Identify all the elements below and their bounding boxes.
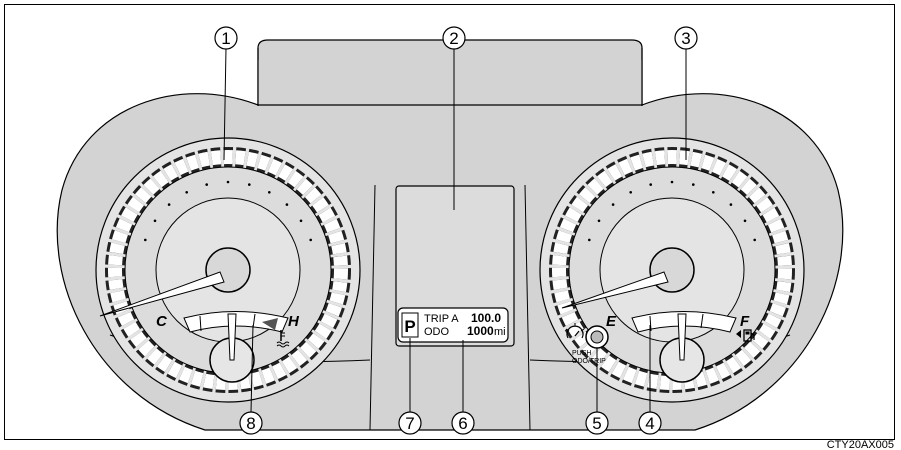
scale-dot [597,219,601,223]
temp-high-label: H [288,313,300,330]
callout-4: 4 [638,411,662,435]
scale-dot [144,238,147,242]
odo-unit: mi [494,326,506,338]
svg-text:2: 2 [449,29,458,48]
scale-dot [185,191,188,194]
callout-5: 5 [585,411,609,435]
multi-information-display [395,185,515,347]
fuel-low-label: E [606,313,617,330]
trip-value: 100.0 [471,311,501,325]
temperature-needle [227,313,237,361]
knob-label-line1: PUSH [572,350,591,357]
scale-dot [268,191,271,194]
scale-dot [712,191,715,194]
odo-label: ODO [424,326,450,338]
center-divider-right [524,184,531,431]
scale-dot [692,183,695,186]
scale-dot [588,238,591,242]
scale-dot [167,203,171,206]
temperature-gauge: C H [156,311,300,383]
leader-lines [223,47,687,413]
scale-dot [743,219,747,223]
cluster-hood-cover [258,60,642,104]
trip-label: TRIP A [424,313,459,325]
scale-dot [729,203,733,206]
fuel-needle [677,313,687,361]
callout-7: 7 [398,411,422,435]
callout-3: 3 [674,26,698,50]
scale-dot [611,203,615,206]
temp-low-label: C [156,313,168,330]
shift-odo-display [397,307,509,343]
scale-dot [299,219,303,223]
shift-position-box [401,312,419,338]
svg-text:3: 3 [681,29,690,48]
fuel-pump-icon [736,329,755,342]
scale-dot [205,183,208,186]
svg-text:5: 5 [592,414,601,433]
coolant-temperature-icon [276,330,290,348]
callout-8: 8 [239,411,263,435]
svg-text:6: 6 [458,414,467,433]
svg-text:8: 8 [246,414,255,433]
fuel-gauge: E F [606,311,755,383]
tachometer-needle [99,271,225,317]
scale-dot [753,238,756,242]
scale-dot [309,238,313,242]
odo-value: 1000 [467,324,494,338]
speedometer-needle [561,271,669,309]
scale-dot [153,219,157,223]
scale-dot [670,180,674,184]
odo-trip-knob[interactable] [585,325,609,349]
scale-dot [629,191,632,194]
scale-dot [285,203,289,206]
fuel-high-label: F [740,313,750,330]
center-divider-left [369,184,376,431]
callout-1: 1 [214,26,238,50]
svg-text:7: 7 [405,414,414,433]
callout-6: 6 [451,411,475,435]
knob-label-line2: ODO/TRIP [572,358,606,365]
svg-text:1: 1 [221,29,230,48]
scale-dot [248,183,251,186]
scale-dot [226,180,230,184]
shift-position-indicator: P [404,317,415,336]
speedometer-hub [649,247,695,293]
svg-text:4: 4 [645,414,654,433]
scale-dot [649,183,652,186]
figure-code: CTY20AX005 [827,439,894,450]
callout-2: 2 [442,26,466,50]
